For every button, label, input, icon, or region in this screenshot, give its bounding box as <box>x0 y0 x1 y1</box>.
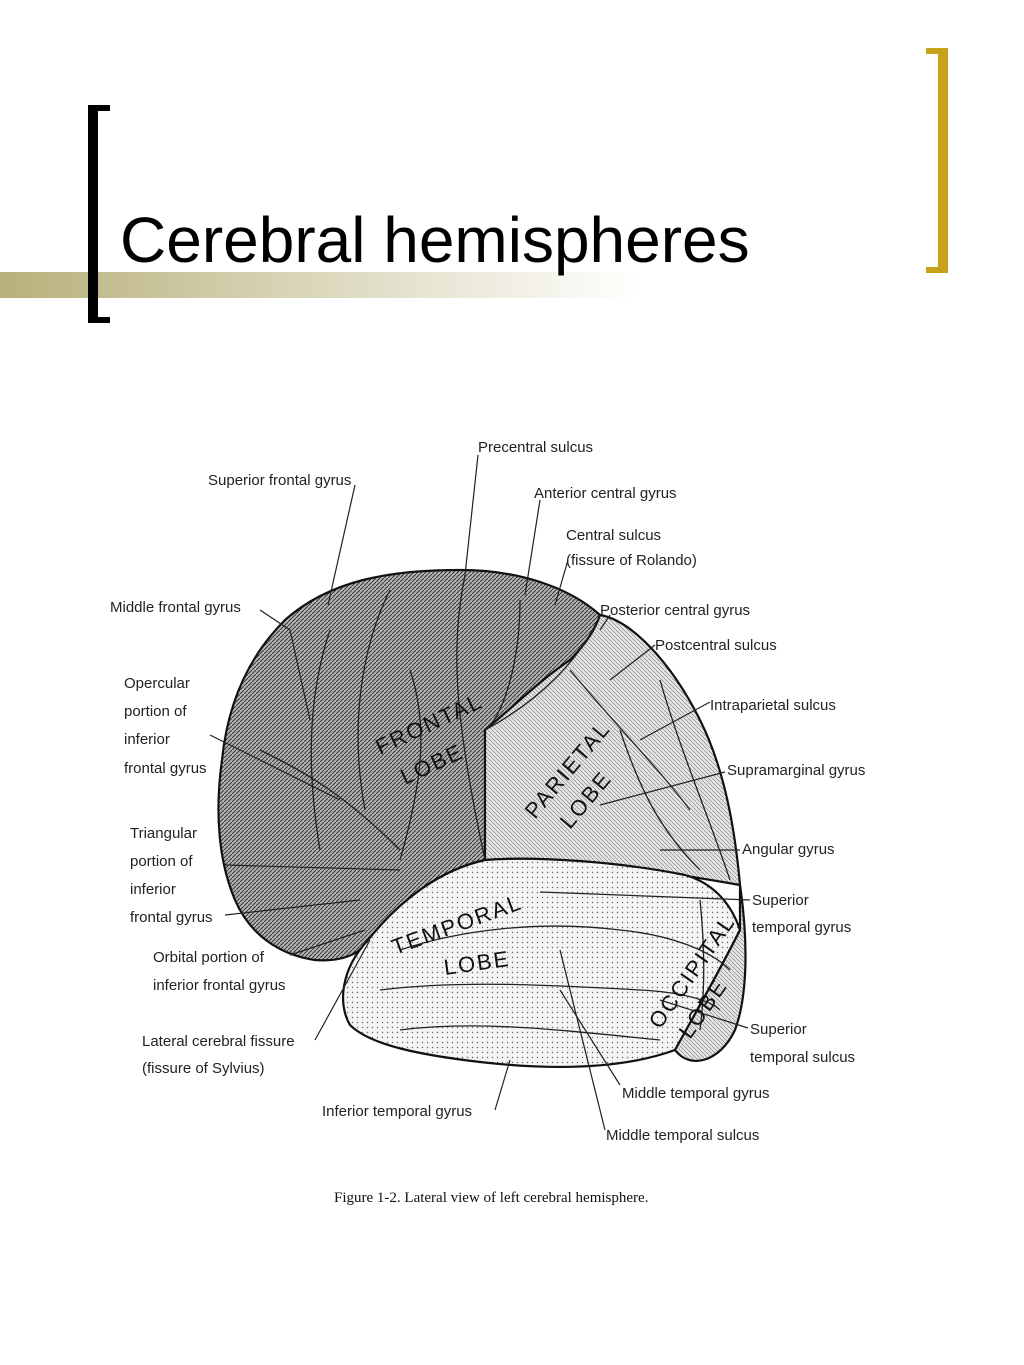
label-precentral-sulcus: Precentral sulcus <box>478 439 593 456</box>
label-superior-frontal-gyrus: Superior frontal gyrus <box>208 472 351 489</box>
occipital-lobe-region <box>673 884 747 1062</box>
label-triangular-4: frontal gyrus <box>130 909 213 926</box>
label-superior-temporal-gyrus-1: Superior <box>752 892 809 909</box>
label-opercular-4: frontal gyrus <box>124 760 207 777</box>
left-bracket <box>88 105 110 323</box>
label-supramarginal-gyrus: Supramarginal gyrus <box>727 762 865 779</box>
slide-title: Cerebral hemispheres <box>120 204 750 276</box>
figure-caption: Figure 1-2. Lateral view of left cerebra… <box>334 1190 648 1206</box>
label-triangular-3: inferior <box>130 881 176 898</box>
label-opercular-3: inferior <box>124 731 170 748</box>
label-orbital-1: Orbital portion of <box>153 949 265 966</box>
label-triangular-2: portion of <box>130 853 193 870</box>
brain-lateral-view-figure: FRONTAL LOBE PARIETAL LOBE TEMPORAL LOBE… <box>100 430 920 1230</box>
leader-lines <box>209 454 751 1131</box>
label-orbital-2: inferior frontal gyrus <box>153 977 286 994</box>
label-intraparietal-sulcus: Intraparietal sulcus <box>710 697 836 714</box>
right-bracket <box>926 48 948 273</box>
label-posterior-central-gyrus: Posterior central gyrus <box>600 602 750 619</box>
label-opercular-2: portion of <box>124 703 187 720</box>
label-lateral-fissure-2: (fissure of Sylvius) <box>142 1060 265 1077</box>
label-middle-temporal-sulcus: Middle temporal sulcus <box>606 1127 759 1144</box>
label-postcentral-sulcus: Postcentral sulcus <box>655 637 777 654</box>
brain-diagram: FRONTAL LOBE PARIETAL LOBE TEMPORAL LOBE… <box>110 439 865 1206</box>
label-central-sulcus-1: Central sulcus <box>566 527 661 544</box>
label-anterior-central-gyrus: Anterior central gyrus <box>534 485 677 502</box>
label-central-sulcus-2: (fissure of Rolando) <box>566 552 697 569</box>
label-angular-gyrus: Angular gyrus <box>742 841 835 858</box>
label-superior-temporal-gyrus-2: temporal gyrus <box>752 919 851 936</box>
label-triangular-1: Triangular <box>130 825 197 842</box>
label-superior-temporal-sulcus-1: Superior <box>750 1021 807 1038</box>
label-middle-temporal-gyrus: Middle temporal gyrus <box>622 1085 770 1102</box>
label-opercular-1: Opercular <box>124 675 190 692</box>
label-inferior-temporal-gyrus: Inferior temporal gyrus <box>322 1103 472 1120</box>
central-sulcus-line <box>484 614 601 731</box>
gyri-lines <box>259 574 731 1041</box>
label-lateral-fissure-1: Lateral cerebral fissure <box>142 1033 295 1050</box>
label-middle-frontal-gyrus: Middle frontal gyrus <box>110 599 241 616</box>
label-superior-temporal-sulcus-2: temporal sulcus <box>750 1049 855 1066</box>
title-accent-bar <box>0 272 640 298</box>
